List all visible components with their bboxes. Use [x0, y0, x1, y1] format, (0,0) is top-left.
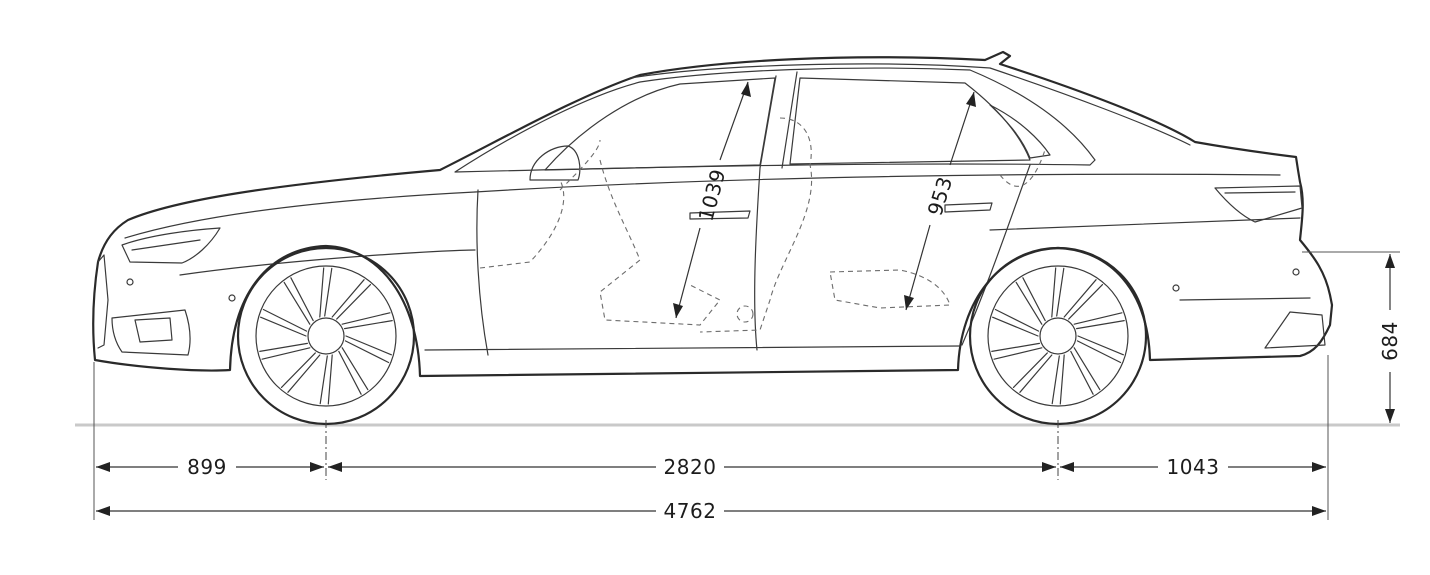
b-pillar-front	[759, 75, 777, 169]
wheel-spoke	[331, 279, 372, 320]
wheel-spoke	[1063, 279, 1104, 320]
rear-tire	[968, 246, 1148, 426]
rear-rim	[987, 265, 1129, 407]
rear-overhang-label: 1043	[1167, 455, 1220, 479]
wheel-spoke	[283, 277, 314, 325]
rear-door-handle	[944, 202, 993, 213]
seat-pivot	[736, 305, 754, 323]
rear-headroom-dimension: 953	[904, 91, 976, 311]
front-door-leading-edge	[476, 189, 489, 356]
headlight	[121, 227, 221, 264]
roof-line	[629, 63, 1191, 146]
wheel-spoke	[259, 342, 311, 360]
wheelbase-dimension: 2820	[328, 455, 1056, 479]
wheel-spoke	[338, 347, 369, 395]
wheel-spoke	[1073, 312, 1125, 330]
b-pillar-rear	[781, 71, 798, 169]
front-headroom-label: 1039	[694, 166, 731, 223]
front-grille	[97, 254, 109, 349]
front-hub	[307, 317, 345, 355]
wheel-spoke	[991, 342, 1043, 360]
wheel-spoke	[992, 308, 1040, 337]
front-headroom-dimension: 1039	[673, 81, 751, 319]
exhaust-tip	[1264, 311, 1326, 349]
rear-sensor	[1292, 268, 1300, 276]
wheel-spoke	[341, 312, 393, 330]
wheel-spoke	[319, 354, 333, 405]
sill-line	[424, 345, 961, 351]
front-fender-line	[179, 249, 476, 276]
front-rim	[255, 265, 397, 407]
wheel-spoke	[260, 308, 308, 337]
front-tire	[236, 246, 416, 426]
wheel-spoke	[319, 267, 333, 318]
steering-area	[479, 179, 565, 269]
headlight-drl	[131, 239, 201, 251]
side-mirror	[529, 145, 581, 181]
shoulder-line	[474, 173, 1281, 193]
hood-crease	[124, 191, 476, 239]
side-reflector	[1172, 284, 1180, 292]
wheel-spoke	[344, 335, 392, 364]
steering-wheel	[559, 139, 601, 191]
rear-bumper-crease	[1179, 297, 1311, 301]
wheel-spoke	[1070, 347, 1101, 395]
front-air-intake	[111, 309, 191, 356]
wheel-spoke	[1051, 354, 1065, 405]
wheel-spoke	[1012, 352, 1053, 393]
front-overhang-dimension: 899	[96, 455, 324, 479]
fog-light	[134, 317, 173, 343]
body-outline	[92, 50, 1334, 378]
overall-length-label: 4762	[664, 499, 717, 523]
rear-fender-line	[989, 217, 1301, 231]
wheel-spoke	[1051, 267, 1065, 318]
front-door-handle	[689, 210, 751, 220]
rear-spokes	[991, 267, 1125, 405]
car-silhouette	[92, 50, 1334, 378]
wheel-spoke	[1076, 335, 1124, 364]
door-split	[754, 167, 761, 351]
taillight-strip	[1224, 191, 1296, 194]
overall-length-dimension: 4762	[96, 499, 1326, 523]
rear-seat-back-outline	[699, 117, 813, 333]
rear-seat-cushion	[829, 269, 951, 309]
rear-hub	[1039, 317, 1077, 355]
rear-headrest	[999, 149, 1046, 187]
front-overhang-label: 899	[187, 455, 227, 479]
front-spokes	[259, 267, 393, 405]
wheel-spoke	[280, 352, 321, 393]
front-seat-outline	[599, 159, 721, 326]
front-wheel	[236, 246, 416, 426]
taillight	[1214, 185, 1303, 223]
front-window	[544, 77, 776, 171]
front-sensor	[228, 294, 236, 302]
rear-wheel	[968, 246, 1148, 426]
front-marker	[126, 278, 134, 286]
sill-height-label: 684	[1378, 321, 1402, 361]
interior-seats	[479, 117, 1046, 333]
rear-overhang-dimension: 1043	[1060, 455, 1326, 479]
quarter-window	[989, 104, 1051, 159]
wheel-spoke	[1015, 277, 1046, 325]
sill-height-dimension: 684	[1378, 254, 1402, 423]
rear-window	[789, 77, 1031, 165]
window-frame	[454, 67, 1096, 173]
wheelbase-label: 2820	[664, 455, 717, 479]
